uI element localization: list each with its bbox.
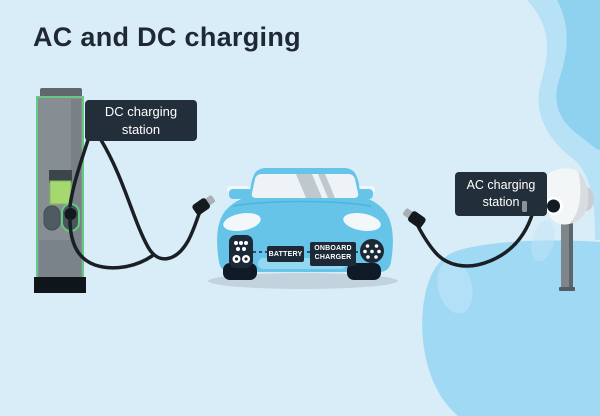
- headlight-left: [223, 213, 261, 231]
- charging-plug-icon: [192, 195, 215, 215]
- electric-car: [208, 168, 398, 289]
- port-pin: [234, 241, 238, 245]
- wave-ribbon-dark: [556, 0, 600, 150]
- dc-station-body-shade: [71, 99, 81, 277]
- dc-station-screen: [49, 180, 72, 205]
- port-pin: [244, 241, 248, 245]
- ac-station-pole-base: [559, 287, 575, 291]
- port-pin: [365, 244, 370, 248]
- charging-plug-icon: [403, 208, 426, 228]
- port-pin: [236, 247, 240, 251]
- port-pin: [366, 255, 370, 259]
- mirror-left: [229, 189, 253, 199]
- dc-cable-to-car: [99, 138, 201, 261]
- wave-highlight: [531, 220, 555, 262]
- dc-station-label-text: DC charging station: [104, 103, 178, 137]
- port-pin-core: [234, 257, 239, 261]
- wave-highlight: [437, 260, 473, 314]
- ac-station-label: AC charging station: [455, 172, 547, 216]
- wheel-right: [347, 263, 381, 280]
- wallbox-socket: [547, 199, 560, 213]
- ac-station-pole-shade: [569, 220, 573, 290]
- plug-body: [408, 211, 426, 228]
- port-pin: [363, 249, 367, 254]
- type2-port-icon: [360, 239, 384, 263]
- dc-station-base: [34, 277, 86, 293]
- dc-station-screen-bezel: [49, 170, 72, 183]
- port-housing: [229, 235, 253, 268]
- dc-charging-cables: [68, 138, 201, 270]
- port-pin: [374, 255, 378, 259]
- dc-cable-to-socket: [68, 138, 90, 208]
- background-waves: [422, 0, 600, 416]
- battery-label: BATTERY: [267, 246, 304, 262]
- ac-charging-station: [403, 168, 594, 291]
- hood-crease: [232, 200, 372, 207]
- port-pin: [377, 249, 381, 254]
- ac-cable-to-car: [416, 210, 535, 268]
- port-pin-core: [244, 257, 248, 261]
- port-pin: [370, 249, 374, 254]
- ccs-combo-port-icon: [229, 235, 253, 268]
- onboard-charger-label: ONBOARD CHARGER: [310, 242, 356, 266]
- ac-station-label-text: AC charging station: [466, 178, 536, 209]
- dc-cable-lower: [68, 217, 154, 270]
- port-pin: [242, 247, 246, 251]
- windshield-reflection: [318, 174, 335, 198]
- headlight-right: [343, 213, 381, 231]
- wallbox-shade: [569, 172, 589, 224]
- cable-gland: [522, 201, 527, 212]
- plug-body: [192, 198, 210, 215]
- port-pin: [239, 241, 243, 245]
- dc-charging-station: [34, 88, 215, 293]
- port-pin: [374, 244, 379, 248]
- page-title: AC and DC charging: [33, 22, 301, 52]
- dc-station-socket-left: [43, 205, 61, 231]
- dc-socket-plug: [64, 208, 77, 220]
- dc-station-label: DC charging station: [85, 100, 197, 141]
- windshield-reflection: [296, 174, 322, 198]
